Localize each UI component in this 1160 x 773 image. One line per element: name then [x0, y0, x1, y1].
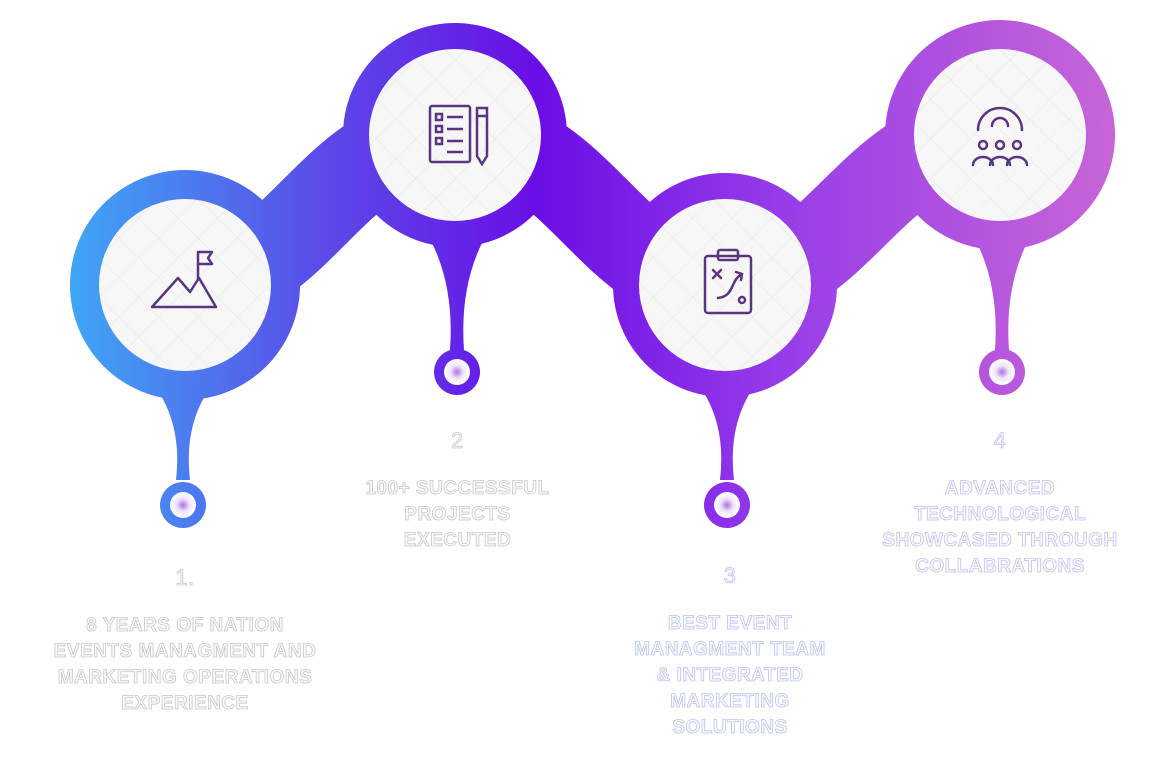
- step-3-circle: [639, 199, 811, 371]
- team-gear-icon: [971, 106, 1029, 167]
- step-1-description: 8 Years of Nation Events Managment and M…: [53, 615, 317, 715]
- step-2-dot: [444, 359, 470, 385]
- strategy-clipboard-icon: [703, 248, 753, 315]
- step-3-number: 3: [723, 563, 737, 589]
- step-2-circle: [369, 49, 541, 221]
- checklist-pencil-icon: [428, 104, 489, 167]
- step-4-text: 4 Advanced Technological Showcased Throu…: [880, 428, 1120, 580]
- step-1-text: 1. 8 Years of Nation Events Managment an…: [45, 565, 325, 717]
- mountain-flag-icon: [150, 250, 218, 309]
- step-3-text: 3 Best Event Managment Team & Integrated…: [630, 563, 830, 741]
- step-1-number: 1.: [175, 565, 195, 591]
- step-4-number: 4: [993, 428, 1007, 454]
- step-1-dot: [170, 492, 196, 518]
- step-2-text: 2 100+ Successful Projects Executed: [360, 428, 555, 554]
- step-4-description: Advanced Technological Showcased Through…: [882, 478, 1118, 578]
- step-2-description: 100+ Successful Projects Executed: [365, 478, 550, 552]
- step-2-number: 2: [451, 428, 464, 454]
- step-4-circle: [914, 49, 1086, 221]
- step-3-dot: [714, 492, 740, 518]
- step-4-dot: [989, 359, 1015, 385]
- step-3-description: Best Event Managment Team & Integrated M…: [634, 613, 826, 739]
